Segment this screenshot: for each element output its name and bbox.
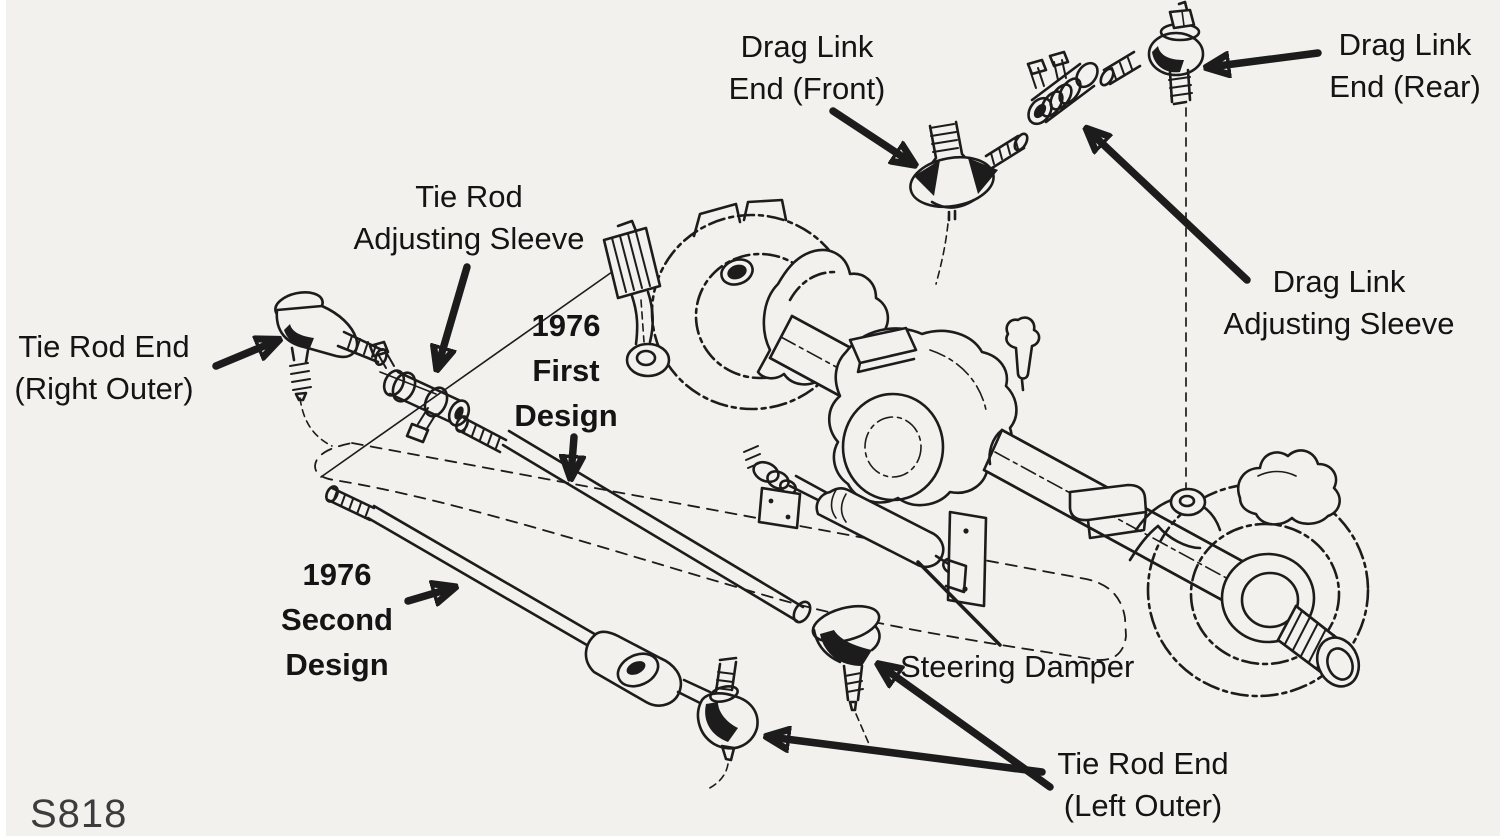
drag-link-adjusting-sleeve-part xyxy=(1026,50,1099,126)
label-line: Drag Link xyxy=(1272,264,1406,299)
damper-right-bracket xyxy=(946,510,988,608)
first-design-tie-rod xyxy=(455,415,881,745)
kingpin-cap xyxy=(1237,449,1341,526)
label-line: Design xyxy=(514,398,618,433)
left-knuckle-arm-eye xyxy=(625,342,671,378)
label-line: Adjusting Sleeve xyxy=(1223,306,1455,341)
differential-cover xyxy=(841,392,945,502)
arrow-tie-rod-end-left-outer-b xyxy=(881,666,1054,791)
right-steering-arm-eye xyxy=(1169,487,1207,517)
arrow-second-design xyxy=(404,588,452,601)
label-line: First xyxy=(532,353,600,388)
leader-steering-damper xyxy=(916,560,1002,647)
label-line: End (Front) xyxy=(728,71,886,106)
right-knuckle-hub xyxy=(1128,449,1370,698)
label-line: (Left Outer) xyxy=(1063,788,1223,823)
steering-damper-part xyxy=(743,445,988,608)
arrow-tie-rod-end-right-outer xyxy=(212,341,276,370)
label-line: 1976 xyxy=(302,557,372,592)
label-line: 1976 xyxy=(531,308,601,343)
label-steering-damper: Steering Damper xyxy=(900,646,1135,688)
label-line: End (Rear) xyxy=(1329,69,1481,104)
drag-link-end-rear-part xyxy=(1099,0,1205,106)
tie-rod-end-right-outer-part xyxy=(274,291,388,402)
damper-body xyxy=(815,486,945,569)
arrow-drag-link-end-front xyxy=(829,107,912,163)
label-line: Design xyxy=(285,647,389,682)
label-first-design: 1976 First Design xyxy=(491,303,641,438)
label-line: Second xyxy=(281,602,393,637)
drag-link-assembly xyxy=(909,0,1205,222)
spring-perch xyxy=(1068,483,1148,522)
label-line: Steering Damper xyxy=(900,649,1135,684)
label-drag-link-adjusting-sleeve: Drag Link Adjusting Sleeve xyxy=(1210,261,1468,345)
label-drag-link-end-rear: Drag Link End (Rear) xyxy=(1294,24,1500,108)
axle-tube-right xyxy=(982,428,1246,602)
label-drag-link-end-front: Drag Link End (Front) xyxy=(692,26,922,110)
arrow-drag-link-end-rear xyxy=(1210,49,1322,67)
arrow-tie-rod-end-left-outer-a xyxy=(770,737,1046,776)
differential-housing xyxy=(827,316,1041,507)
label-tie-rod-adjusting-sleeve: Tie Rod Adjusting Sleeve xyxy=(340,176,598,260)
shaft-end-cap xyxy=(1315,636,1361,688)
label-line: Tie Rod xyxy=(415,179,523,214)
label-second-design: 1976 Second Design xyxy=(262,552,412,687)
label-line: Drag Link xyxy=(740,29,874,64)
label-line: Adjusting Sleeve xyxy=(353,221,585,256)
label-line: Tie Rod End xyxy=(1057,746,1229,781)
drag-link-end-front-part xyxy=(909,120,1029,222)
arrow-first-design xyxy=(571,433,574,475)
label-line: Tie Rod End xyxy=(18,329,190,364)
label-line: Drag Link xyxy=(1338,27,1472,62)
tie-rod-adjusting-sleeve-part xyxy=(368,340,471,444)
label-tie-rod-end-left-outer: Tie Rod End (Left Outer) xyxy=(1031,743,1255,827)
label-line: (Right Outer) xyxy=(14,371,194,406)
label-tie-rod-end-right-outer: Tie Rod End (Right Outer) xyxy=(0,326,214,410)
arrow-tie-rod-adjusting-sleeve xyxy=(438,263,471,366)
figure-code: S818 xyxy=(30,792,128,836)
arrow-drag-link-adjusting-sleeve xyxy=(1089,131,1251,284)
differential-vent xyxy=(1005,316,1041,380)
second-design-tie-rod xyxy=(325,485,759,791)
annotation-arrows xyxy=(212,49,1322,791)
damper-left-bracket xyxy=(757,486,802,530)
